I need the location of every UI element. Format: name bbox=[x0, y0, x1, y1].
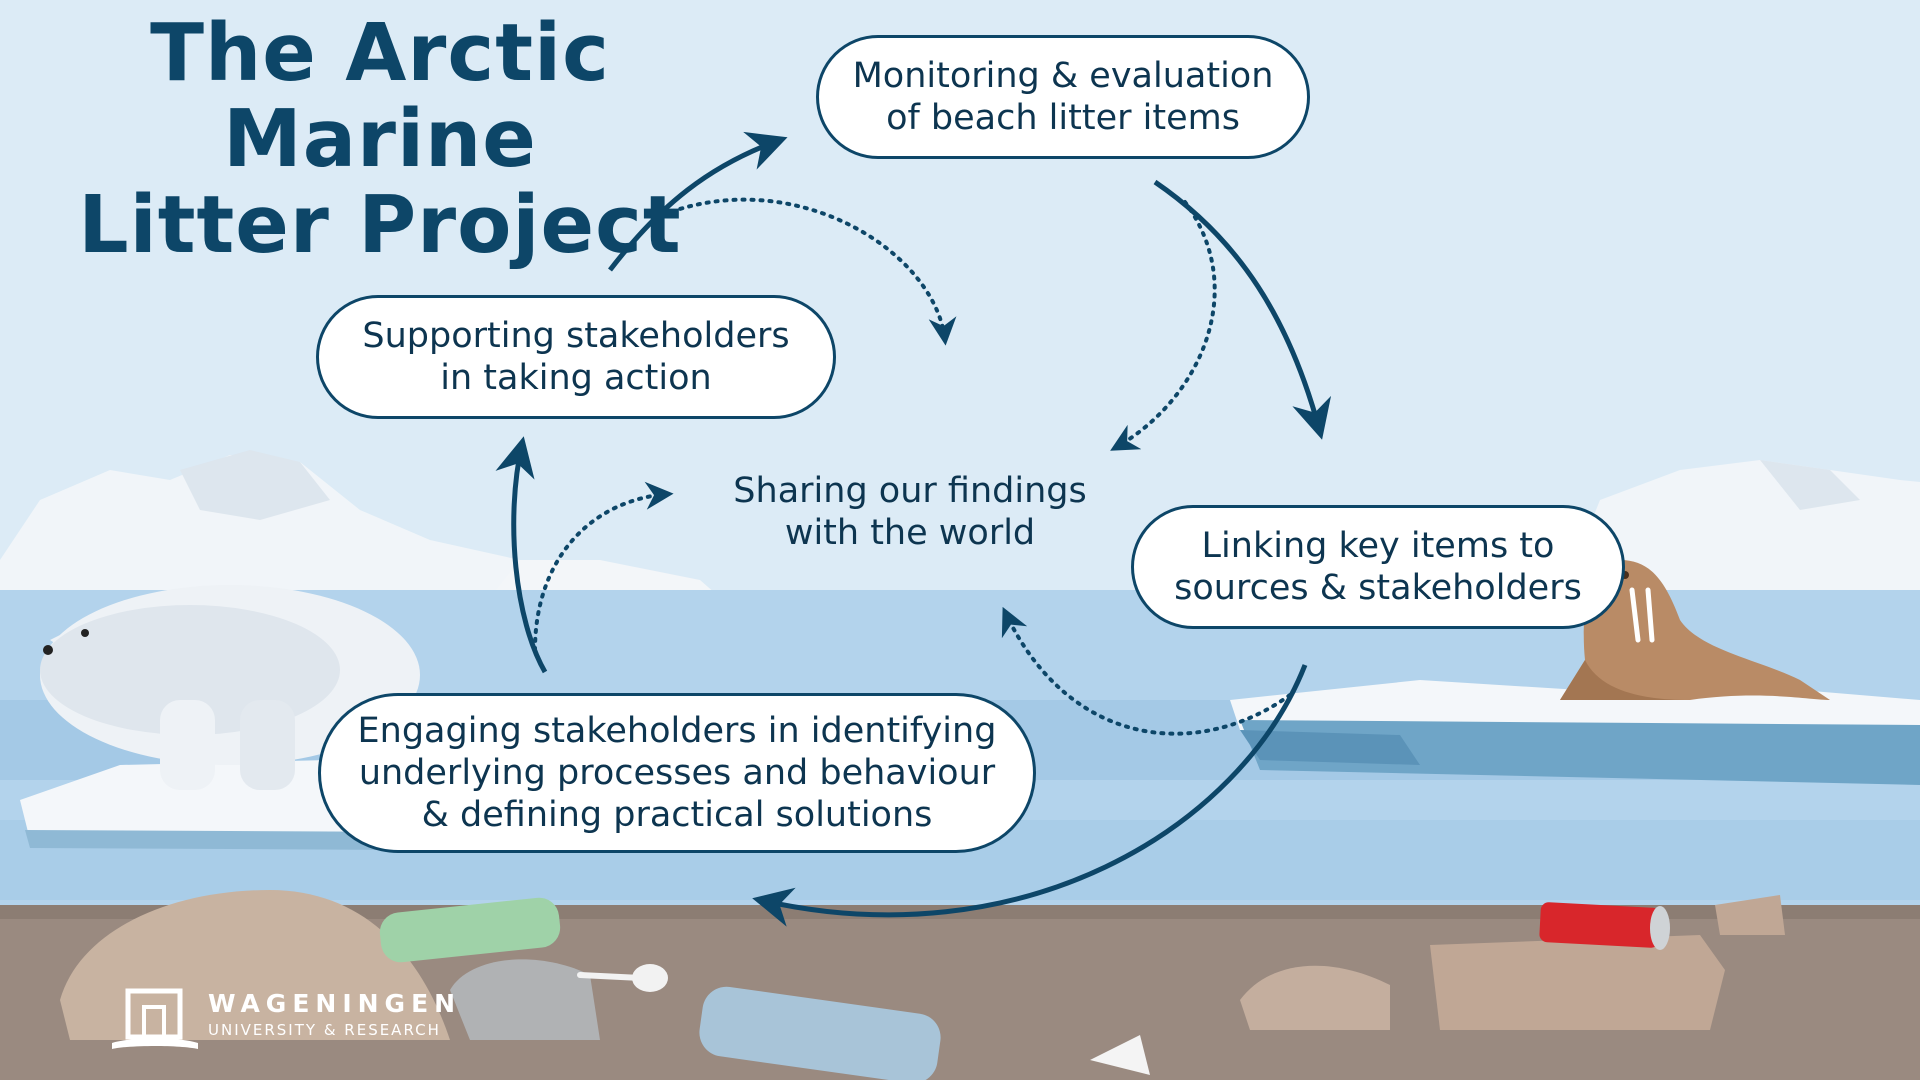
step-monitoring-line-1: Monitoring & evaluation bbox=[852, 56, 1274, 96]
logo-subtitle: UNIVERSITY & RESEARCH bbox=[208, 1021, 441, 1039]
arrow-linking-to-engaging bbox=[752, 664, 1308, 927]
arrow-monitoring-to-linking bbox=[1153, 179, 1332, 440]
logo-mark-icon bbox=[112, 988, 198, 1049]
step-engaging-line-1: Engaging stakeholders in identifying bbox=[357, 711, 997, 751]
iceberg-right bbox=[1560, 460, 1920, 600]
center-line-1: Sharing our findings bbox=[733, 471, 1087, 511]
step-linking-line-2: sources & stakeholders bbox=[1174, 568, 1582, 608]
dotted-arrow-from-supporting bbox=[533, 481, 674, 652]
cycle-arrows bbox=[495, 131, 1332, 927]
step-monitoring: Monitoring & evaluation of beach litter … bbox=[816, 35, 1310, 159]
dotted-arrow-from-monitoring bbox=[653, 197, 957, 346]
dotted-arrow-from-linking bbox=[1110, 200, 1217, 451]
dotted-arrow-from-engaging bbox=[1001, 606, 1292, 736]
title-line-1: The Arctic Marine bbox=[150, 7, 610, 185]
step-monitoring-line-2: of beach litter items bbox=[886, 98, 1240, 138]
title-line-2: Litter Project bbox=[78, 179, 682, 271]
step-linking: Linking key items to sources & stakehold… bbox=[1131, 505, 1625, 629]
page-title: The Arctic Marine Litter Project bbox=[0, 10, 760, 268]
center-sharing: Sharing our findings with the world bbox=[700, 470, 1120, 554]
shore bbox=[0, 890, 1920, 1080]
step-supporting: Supporting stakeholders in taking action bbox=[316, 295, 836, 419]
step-linking-line-1: Linking key items to bbox=[1201, 526, 1555, 566]
sharing-arrows bbox=[533, 197, 1292, 736]
center-line-2: with the world bbox=[784, 513, 1036, 553]
step-engaging-line-3: & defining practical solutions bbox=[421, 795, 933, 835]
step-supporting-line-1: Supporting stakeholders bbox=[362, 316, 790, 356]
step-supporting-line-2: in taking action bbox=[440, 358, 712, 398]
logo-name: WAGENINGEN bbox=[208, 989, 462, 1018]
step-engaging-line-2: underlying processes and behaviour bbox=[358, 753, 996, 793]
walrus bbox=[1560, 560, 1830, 700]
wageningen-logo: WAGENINGEN UNIVERSITY & RESEARCH bbox=[110, 985, 455, 1055]
step-engaging: Engaging stakeholders in identifying und… bbox=[318, 693, 1036, 853]
arrow-support-to-monitoring bbox=[608, 131, 788, 272]
